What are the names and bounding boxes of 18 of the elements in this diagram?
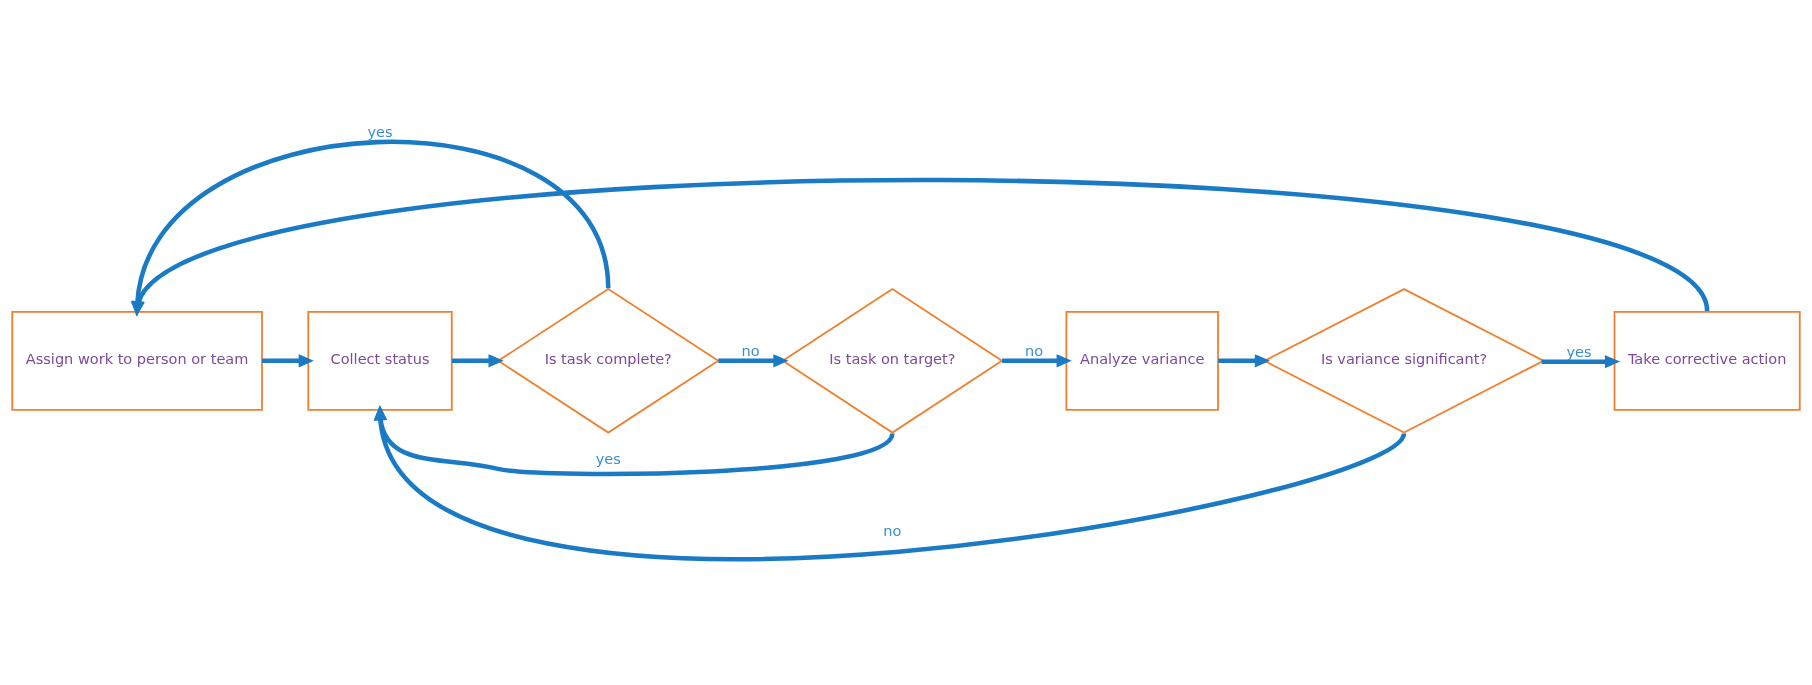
node-box: Collect status [307,310,453,411]
arrow [373,405,895,477]
arrow [1002,354,1072,368]
arrow [451,354,504,368]
edge-label: yes [1566,344,1592,361]
arrow [1541,355,1621,369]
arrow [718,354,789,368]
edge-label: yes [367,124,393,141]
arrow [262,354,314,368]
edge-label: no [1025,343,1044,360]
node-box: Analyze variance [1065,310,1219,411]
edge-label: yes [595,451,621,468]
node-box: Assign work to person or team [11,310,263,411]
edge-label: no [741,343,760,360]
node-box: Take corrective action [1613,310,1801,411]
arrow [1218,354,1271,368]
arrow [373,405,1406,561]
edge-label: no [883,522,902,539]
